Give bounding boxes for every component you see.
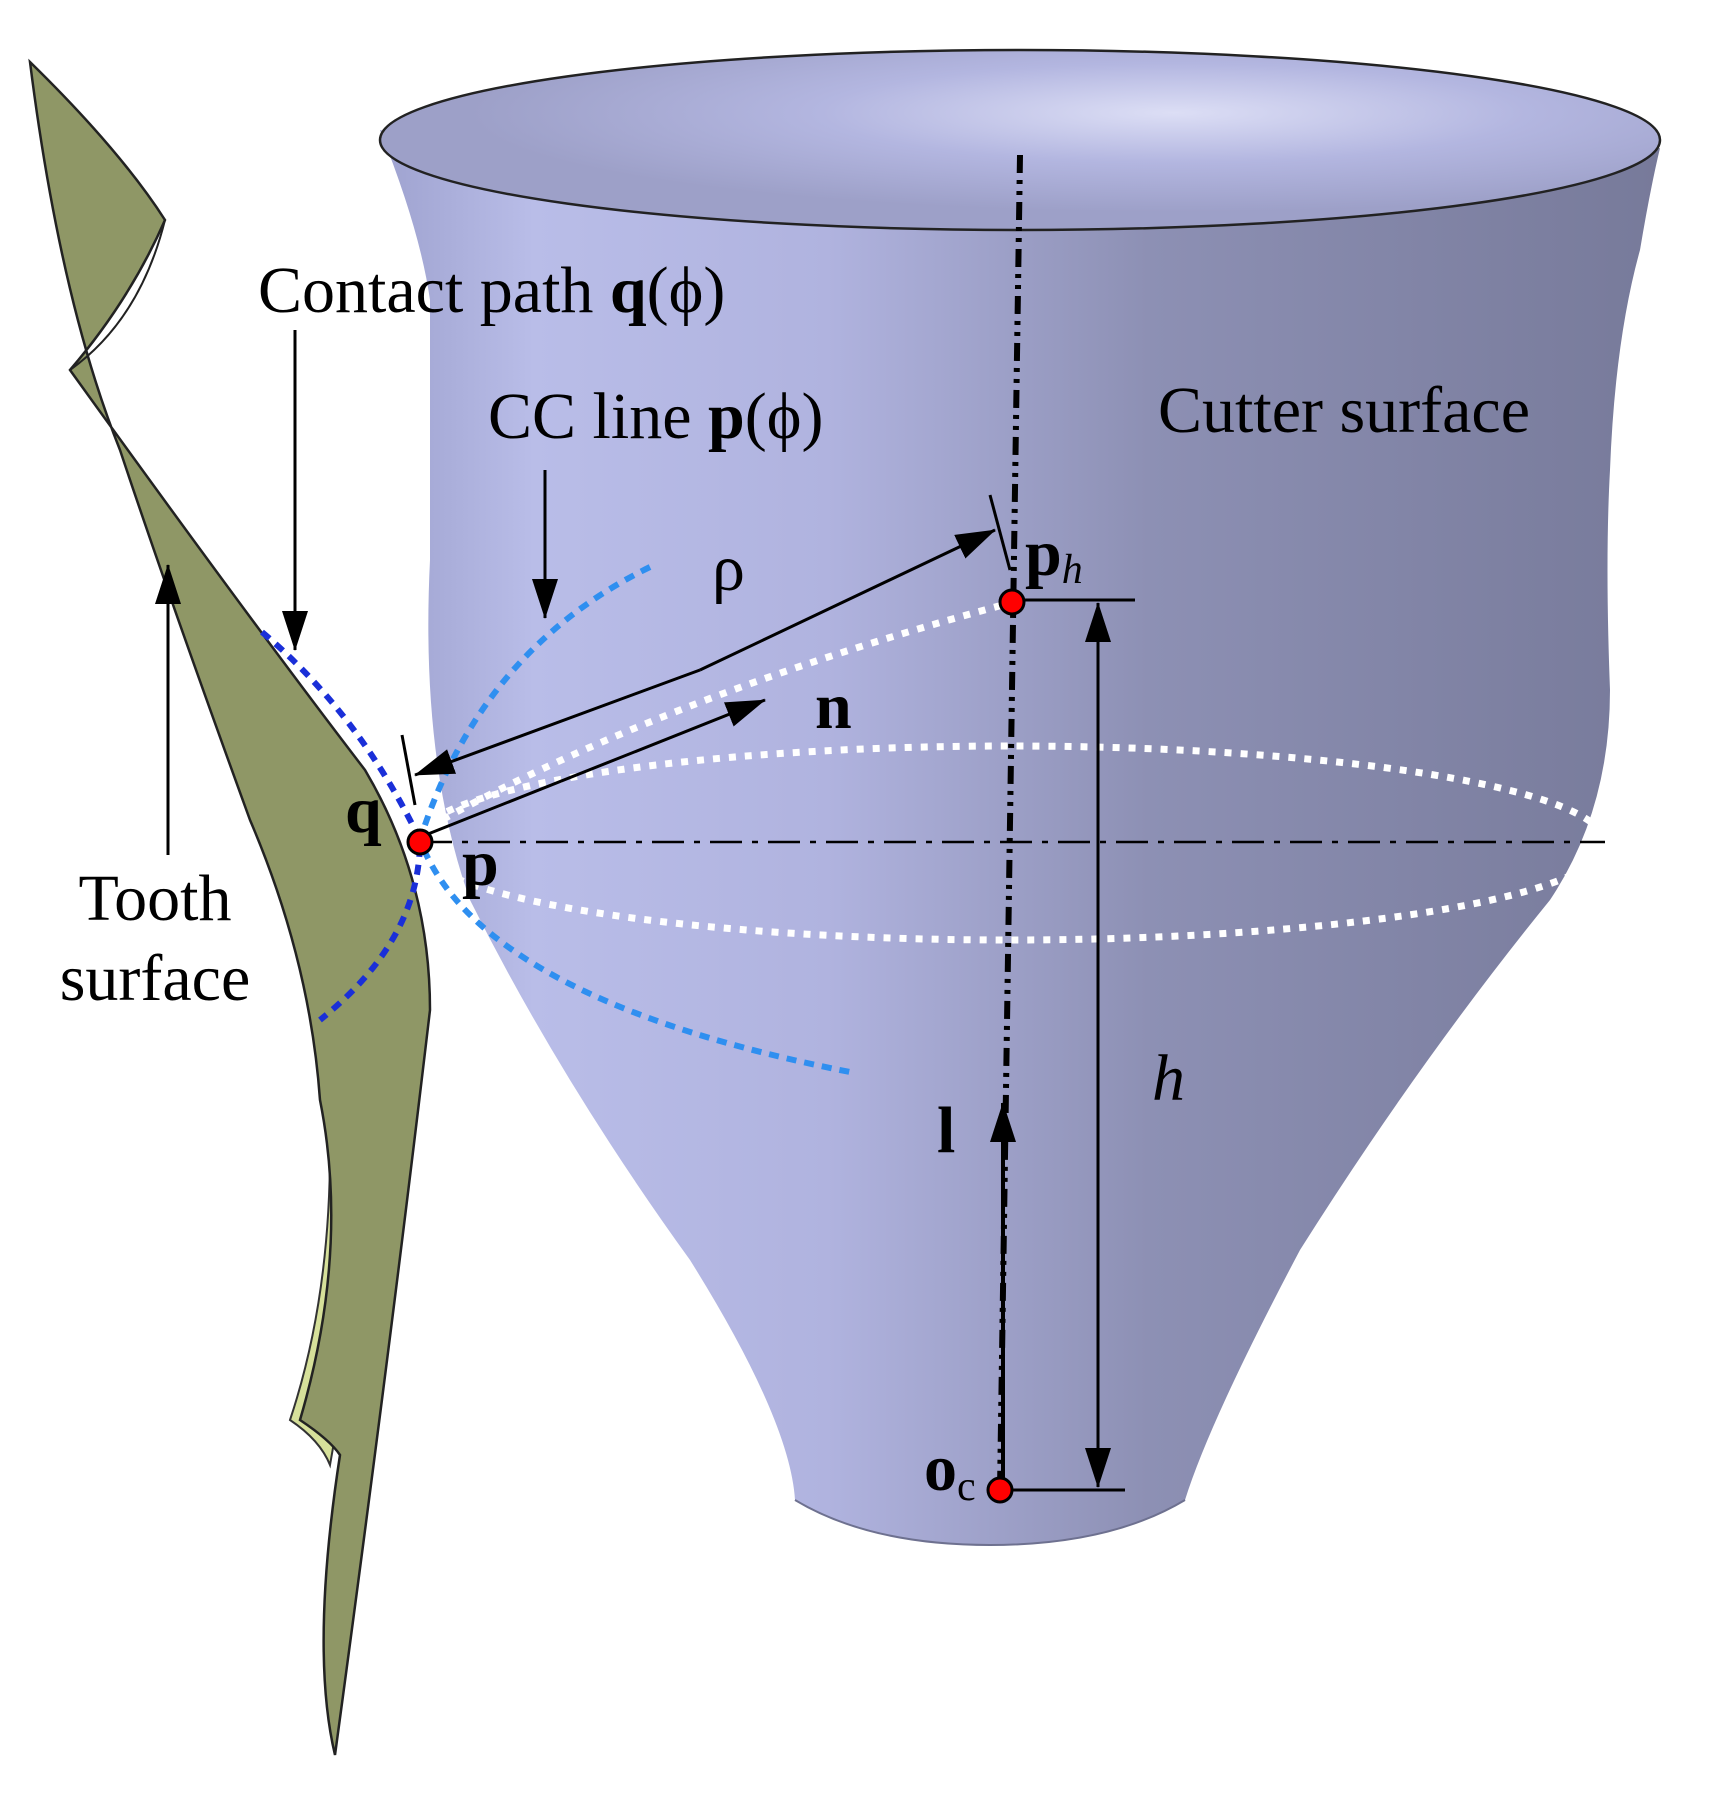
cutter-bottom-edge (794, 1499, 1186, 1547)
ph-label: ph (1025, 517, 1083, 593)
tooth-surface (28, 58, 432, 1756)
rho-arrow-to-ph (699, 528, 996, 672)
p-label: p (462, 827, 499, 900)
rho-arrow-to-q (414, 668, 701, 777)
contact-path-curve (260, 629, 424, 1023)
oc-label: oc (924, 1432, 976, 1510)
q-label: q (345, 774, 382, 847)
cutter-body (380, 130, 1660, 1545)
q-tick (400, 734, 417, 806)
cutter-axis-line (997, 154, 1023, 1491)
tooth-surface-fold (69, 219, 166, 371)
point-p (406, 828, 434, 856)
contact-path-label: Contact path q(ϕ) (258, 254, 725, 327)
h-label: h (1152, 1042, 1185, 1115)
point-oc (986, 1476, 1014, 1504)
tooth-surface-label-line2: surface (60, 942, 251, 1015)
cc-line-label: CC line p(ϕ) (488, 380, 823, 453)
point-ph (998, 588, 1026, 616)
tooth-surface-label-line1: Tooth (78, 862, 231, 935)
ph-tick (988, 494, 1012, 571)
l-label: l (937, 1094, 955, 1167)
cutter-surface-label: Cutter surface (1158, 374, 1530, 447)
n-label: n (815, 670, 852, 743)
normal-vector-arrow (417, 698, 766, 840)
rho-label: ρ (712, 532, 745, 605)
white-dotted-upper-curve (413, 599, 1011, 839)
